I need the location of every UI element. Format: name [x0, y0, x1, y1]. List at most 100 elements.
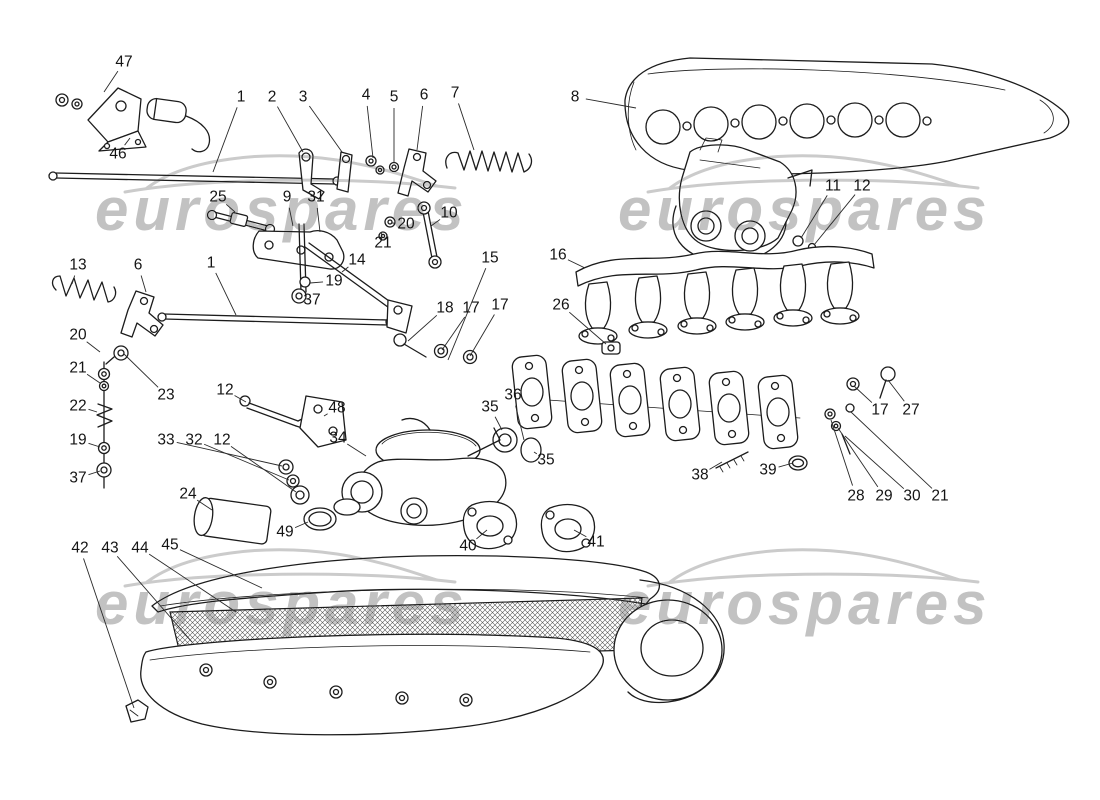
callout-leader: [148, 553, 237, 613]
callout-label: 23: [157, 387, 174, 404]
callout-label: 11: [825, 178, 841, 195]
callout-label: 21: [931, 488, 948, 505]
callout-leader: [179, 549, 263, 589]
callout-label: 10: [440, 205, 458, 222]
pan-screws: [199, 663, 473, 707]
watermark-text: eurospares: [618, 176, 992, 243]
gasket-left: [462, 501, 518, 550]
callout-leader: [225, 203, 236, 213]
callout-label: 43: [101, 540, 118, 557]
callout-leader: [71, 275, 76, 285]
callout-leader: [380, 232, 383, 238]
callout-label: 12: [216, 382, 233, 399]
gasket-right: [540, 504, 596, 553]
callout-label: 31: [307, 189, 324, 206]
callout-leader: [469, 314, 495, 357]
callout-label: 17: [462, 300, 479, 317]
watermark: eurospares: [618, 154, 992, 243]
throttle-adjuster-link: [206, 209, 276, 235]
callout-label: 9: [283, 189, 292, 206]
callout-leader: [103, 70, 119, 93]
watermark: eurospares: [618, 548, 992, 637]
callout-leader: [407, 314, 438, 342]
callout-leader: [309, 281, 324, 284]
callout-leader: [196, 499, 213, 511]
callout-leader: [458, 103, 475, 151]
callout-label: 22: [69, 398, 86, 415]
callout-label: 15: [481, 250, 498, 267]
air-outlet-drum: [613, 579, 725, 704]
callout-leader: [215, 272, 237, 316]
callout-label: 24: [179, 486, 197, 503]
watermark: eurospares: [95, 548, 469, 637]
callout-label: 7: [451, 85, 460, 102]
callout-leader: [176, 441, 283, 467]
callout-label: 19: [69, 432, 86, 449]
return-spring-left: [51, 275, 117, 303]
callout-label: 35: [481, 399, 498, 416]
watermark-car-swoosh-icon: [646, 178, 980, 194]
watermark-car-swoosh-icon: [145, 154, 439, 190]
air-box-ports: [645, 102, 932, 145]
callout-label: 37: [303, 292, 320, 309]
callout-leader: [366, 105, 374, 159]
callout-leader: [887, 379, 905, 402]
watermark-car-swoosh-icon: [145, 548, 439, 584]
callout-leader: [123, 353, 159, 388]
watermark-car-swoosh-icon: [668, 154, 962, 190]
callout-leader: [124, 137, 131, 146]
callout-label: 37: [69, 470, 86, 487]
callout-leader: [853, 385, 873, 403]
intake-manifold: [575, 245, 875, 345]
air-cleaner-pan: [140, 633, 604, 736]
callout-leader: [476, 529, 488, 540]
watermark-text: eurospares: [95, 570, 469, 637]
callout-leader: [567, 259, 586, 269]
callout-leader: [494, 416, 503, 431]
throttle-rod-lower: [157, 312, 395, 327]
mounting-hardware-right: [715, 366, 896, 473]
callout-leader: [116, 555, 193, 643]
callout-label: 21: [374, 235, 391, 252]
callout-label: 6: [134, 257, 143, 274]
callout-leader: [203, 443, 290, 481]
callout-label: 17: [491, 297, 508, 314]
callout-leader: [140, 275, 147, 293]
callout-leader: [341, 266, 349, 273]
callout-leader: [88, 442, 101, 448]
callout-label: 48: [328, 400, 345, 417]
callout-label: 29: [875, 488, 892, 505]
callout-leader: [88, 408, 98, 413]
callout-label: 3: [299, 89, 308, 106]
callout-label: 40: [459, 538, 477, 555]
callout-label: 20: [69, 327, 87, 344]
retainer-clip: [125, 699, 149, 723]
callout-label: 46: [109, 146, 126, 163]
watermark-layer: eurospares eurospares eurospares eurospares: [95, 154, 992, 637]
callout-leader: [515, 405, 525, 441]
callout-label: 38: [691, 467, 708, 484]
banjo-bolt-and-washers: [393, 333, 478, 365]
bellcrank-lower: [120, 290, 164, 338]
callout-label: 12: [853, 178, 870, 195]
washer-set-20-21: [378, 216, 396, 241]
callout-label: 25: [209, 189, 226, 206]
callout-label: 32: [185, 432, 202, 449]
callout-label: 49: [276, 524, 293, 541]
carburetor-assembly: [672, 137, 817, 263]
callout-label: 17: [871, 402, 888, 419]
air-horn: [193, 497, 337, 545]
callout-leader: [800, 195, 828, 239]
callout-leader: [230, 445, 297, 493]
vertical-link-rod: [304, 242, 413, 334]
watermark-text: eurospares: [618, 570, 992, 637]
callout-label: 6: [420, 87, 429, 104]
callout-leader: [585, 98, 637, 109]
watermark-text: eurospares: [95, 176, 469, 243]
callout-leader: [778, 462, 794, 468]
callout-label: 21: [69, 360, 86, 377]
callout-leader: [347, 443, 367, 457]
callout-leader: [850, 411, 933, 489]
bolt-27: [879, 366, 896, 399]
